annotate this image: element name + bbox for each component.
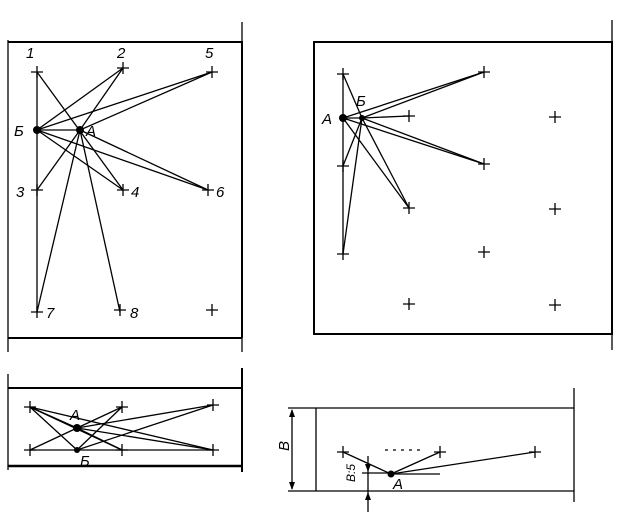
label-3: 3 bbox=[16, 184, 25, 201]
panel-bottom-left: А Б bbox=[7, 368, 243, 472]
origin-point-a bbox=[387, 470, 395, 478]
dimension-b5 bbox=[362, 456, 390, 512]
label-a: А bbox=[321, 111, 332, 128]
hole-markers bbox=[337, 66, 561, 311]
dimension-b bbox=[289, 409, 295, 490]
label-5: 5 bbox=[205, 45, 214, 62]
label-b: Б bbox=[14, 123, 24, 140]
connector-lines bbox=[342, 71, 485, 255]
hole-markers bbox=[24, 399, 219, 456]
dimension-b-label: В bbox=[276, 441, 293, 451]
label-a: А bbox=[392, 476, 403, 493]
label-a: А bbox=[85, 123, 96, 140]
label-b: Б bbox=[356, 93, 366, 110]
connector-lines bbox=[29, 404, 214, 451]
panel-bottom-right: В В:5 А bbox=[276, 388, 575, 512]
label-2: 2 bbox=[116, 45, 126, 62]
connector-lines bbox=[342, 451, 536, 475]
origin-point-b bbox=[33, 126, 41, 134]
label-b: Б bbox=[80, 453, 90, 470]
origin-point-a bbox=[76, 126, 84, 134]
label-a: А bbox=[69, 407, 80, 424]
dimension-b5-label: В:5 bbox=[344, 464, 358, 482]
label-6: 6 bbox=[216, 184, 225, 201]
origin-point-b bbox=[359, 115, 365, 121]
label-8: 8 bbox=[130, 305, 139, 322]
label-4: 4 bbox=[131, 184, 139, 201]
origin-point-b bbox=[74, 447, 80, 453]
hole-markers bbox=[31, 62, 218, 318]
label-7: 7 bbox=[46, 305, 55, 322]
panel-frame bbox=[313, 41, 613, 335]
panel-top-left: 1 2 5 Б А 3 4 6 7 8 bbox=[7, 22, 243, 352]
panel-top-right: А Б bbox=[313, 20, 613, 350]
hole-markers bbox=[337, 446, 541, 458]
origin-point-a bbox=[339, 114, 347, 122]
panel-frame bbox=[8, 368, 243, 472]
label-1: 1 bbox=[26, 45, 34, 62]
origin-point-a bbox=[73, 424, 81, 432]
